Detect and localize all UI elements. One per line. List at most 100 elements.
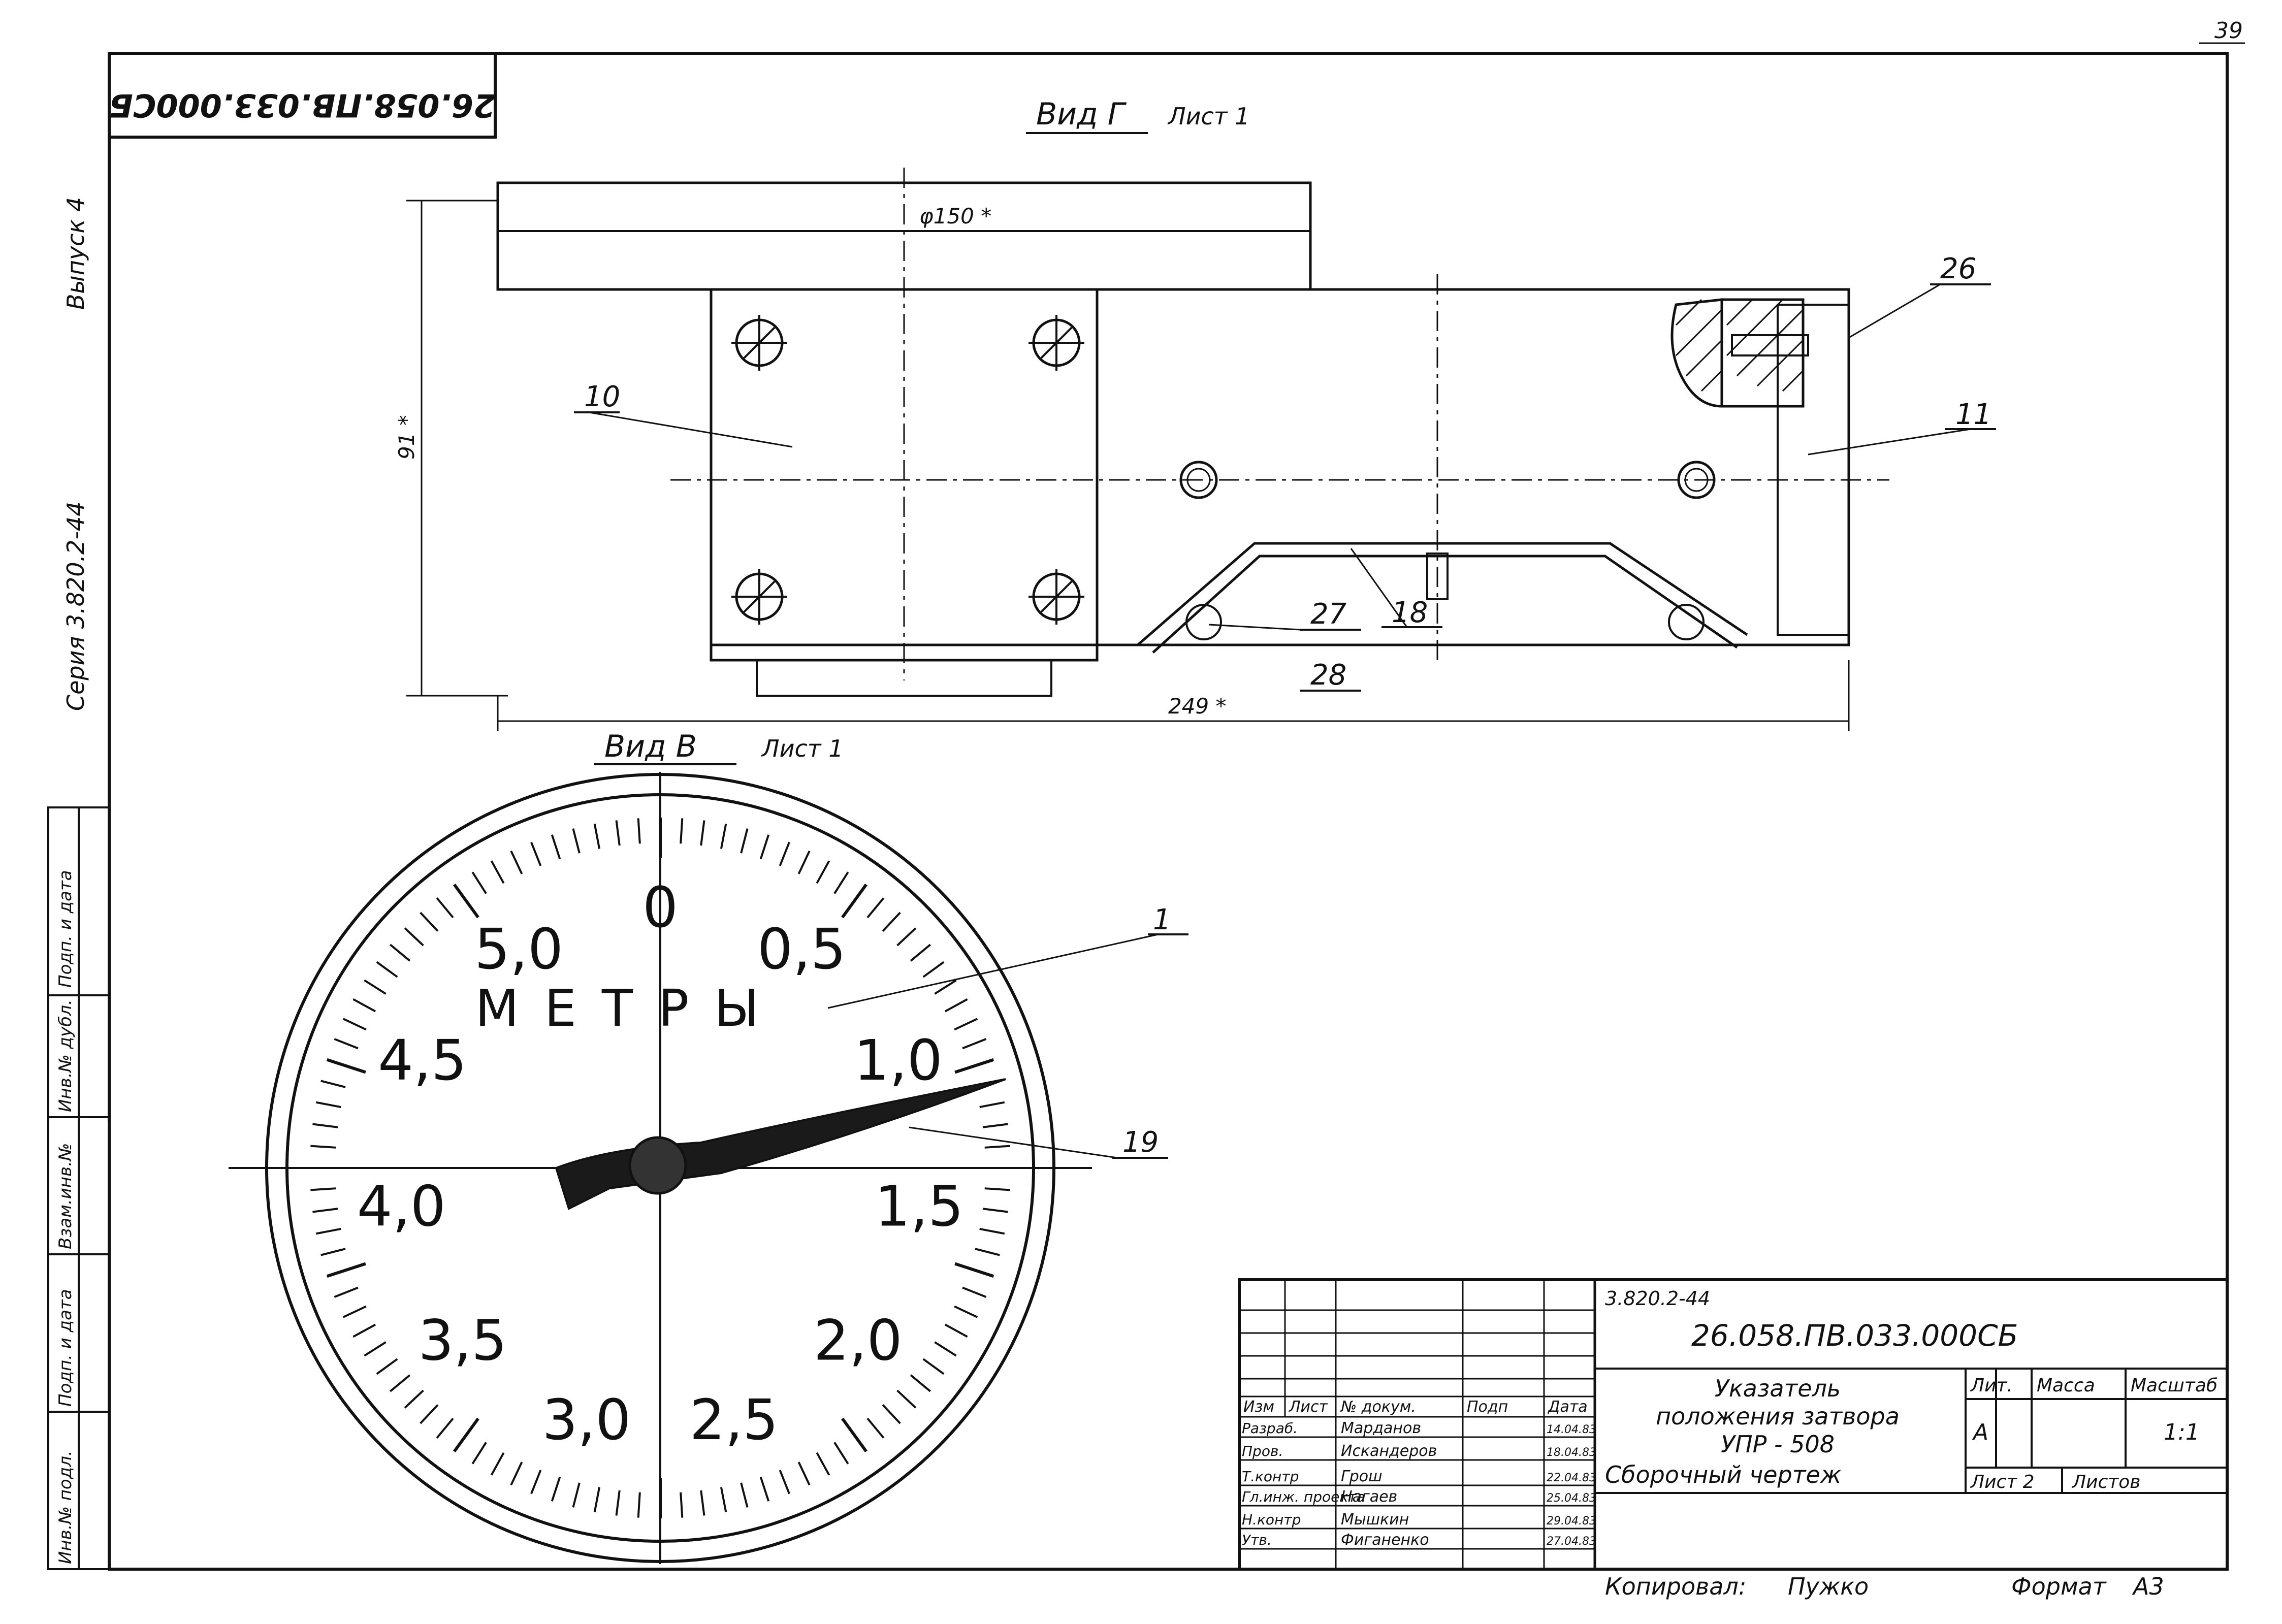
dial-tick — [680, 818, 684, 844]
dial-tick — [572, 828, 581, 854]
dial-tick — [376, 961, 398, 978]
dial-tick — [390, 1374, 411, 1392]
dial-tick — [310, 1145, 336, 1149]
tb-name: Искандеров — [1341, 1442, 1437, 1460]
dial-tick — [326, 1058, 366, 1074]
tb-mass-header: Масса — [2037, 1375, 2095, 1396]
tb-name: Грош — [1341, 1468, 1383, 1485]
tb-date: 27.04.83 — [1547, 1535, 1596, 1548]
dial-tick — [896, 1389, 917, 1409]
dial-labels: 00,51,01,52,02,53,03,54,04,55,0 — [357, 875, 963, 1452]
dial-label: 1,0 — [854, 1028, 943, 1093]
inverted-code-box — [108, 52, 497, 139]
dial-tick — [944, 1323, 968, 1338]
dial-tick — [326, 1262, 366, 1278]
tb-role: Н.контр — [1242, 1511, 1301, 1528]
tb-role: Пров. — [1242, 1443, 1283, 1459]
dial-tick — [342, 1305, 367, 1318]
dial-tick — [882, 912, 901, 932]
tb-role: Разраб. — [1242, 1420, 1298, 1437]
dial-tick — [315, 1227, 341, 1235]
dial-label: 2,0 — [814, 1308, 903, 1373]
dial-tick — [490, 860, 505, 884]
view-v: Вид В Лист 1 00,51,01,52,02,53,03,54,04,… — [229, 729, 1188, 1564]
tb-sheet-label: Лист 2 — [1970, 1472, 2035, 1492]
part-18-bracket — [1137, 542, 1748, 646]
dial-tick — [530, 1470, 542, 1495]
dial-label: 0 — [642, 875, 678, 940]
page-number: 39 — [2214, 18, 2243, 44]
tb-scale-value: 1:1 — [2164, 1419, 2200, 1445]
dial-tick — [376, 1358, 398, 1375]
view-g: Вид Г Лист 1 φ150 * — [394, 96, 1996, 731]
dial-tick — [962, 1286, 987, 1298]
dim-length: 249 * — [1168, 694, 1227, 719]
tb-name-line3: УПР - 508 — [1721, 1431, 1835, 1458]
dial-tick — [779, 841, 790, 866]
dial-tick — [453, 884, 479, 919]
dial-tick — [572, 1482, 581, 1508]
view-g-sheet-ref: Лист 1 — [1167, 103, 1249, 130]
dial-tick — [910, 1374, 931, 1392]
dial-tick — [615, 820, 621, 846]
tb-sheets-label: Листов — [2071, 1472, 2140, 1492]
col-orig-inv: Инв.№ подл. — [55, 1450, 76, 1564]
dial-tick — [882, 1404, 901, 1424]
dial-word: МЕТРЫ — [475, 979, 784, 1038]
dial-tick — [320, 1248, 346, 1256]
dial-tick — [934, 979, 957, 995]
dial-label: 3,5 — [418, 1308, 507, 1373]
main-body — [710, 288, 1850, 646]
tb-date: 29.04.83 — [1547, 1515, 1596, 1528]
dial-tick — [471, 1442, 487, 1465]
callout-1: 1 — [1153, 903, 1171, 936]
dial-tick — [759, 834, 770, 859]
dim-diameter: φ150 * — [919, 204, 991, 229]
tb-name: Фиганенко — [1341, 1531, 1429, 1549]
dial-label: 4,0 — [357, 1174, 446, 1239]
tb-date: 25.04.83 — [1547, 1492, 1596, 1505]
tb-col-izm: Изм — [1243, 1398, 1274, 1416]
dial-tick — [944, 998, 968, 1013]
mounting-screws — [731, 315, 1716, 625]
tb-date: 14.04.83 — [1547, 1423, 1596, 1436]
dial-tick — [797, 850, 811, 874]
tb-name-line2: положения затвора — [1656, 1403, 1900, 1430]
callout-28: 28 — [1310, 659, 1346, 692]
dial-tick — [700, 820, 705, 846]
tb-role: Т.контр — [1242, 1468, 1299, 1485]
view-v-title: Вид В — [604, 729, 697, 764]
dial-tick — [593, 823, 601, 849]
tb-role: Утв. — [1242, 1532, 1272, 1548]
dial-tick — [593, 1487, 601, 1513]
dial-tick — [979, 1101, 1005, 1109]
flange-body — [496, 181, 1312, 291]
dial-tick — [954, 1058, 994, 1074]
dial-tick — [551, 834, 561, 859]
part-26-section — [1670, 298, 1723, 408]
tb-role: Гл.инж. проекта — [1242, 1488, 1365, 1505]
view-g-callouts: 10 11 18 26 27 28 — [574, 252, 1996, 692]
dial-tick — [390, 944, 411, 962]
tb-col-date: Дата — [1547, 1398, 1588, 1416]
tb-date: 18.04.83 — [1547, 1446, 1596, 1459]
pointer-hub — [628, 1136, 687, 1195]
dial-tick — [720, 1487, 727, 1513]
callout-26: 26 — [1940, 252, 1976, 285]
dial-tick — [954, 1305, 978, 1318]
dial-tick — [779, 1470, 790, 1495]
tb-date: 22.04.83 — [1547, 1472, 1596, 1484]
dial-tick — [720, 823, 727, 849]
dial-tick — [453, 1417, 479, 1452]
callout-18: 18 — [1392, 596, 1428, 629]
dial-tick — [797, 1461, 811, 1486]
dial-tick — [312, 1123, 338, 1128]
dial-tick — [637, 1492, 641, 1518]
dial-tick — [490, 1452, 505, 1476]
dial-tick — [342, 1018, 367, 1031]
format-label: Формат — [2011, 1573, 2107, 1600]
dial-tick — [954, 1262, 994, 1278]
tb-lit-header: Лит. — [1970, 1375, 2013, 1396]
dial-tick — [364, 1341, 387, 1357]
